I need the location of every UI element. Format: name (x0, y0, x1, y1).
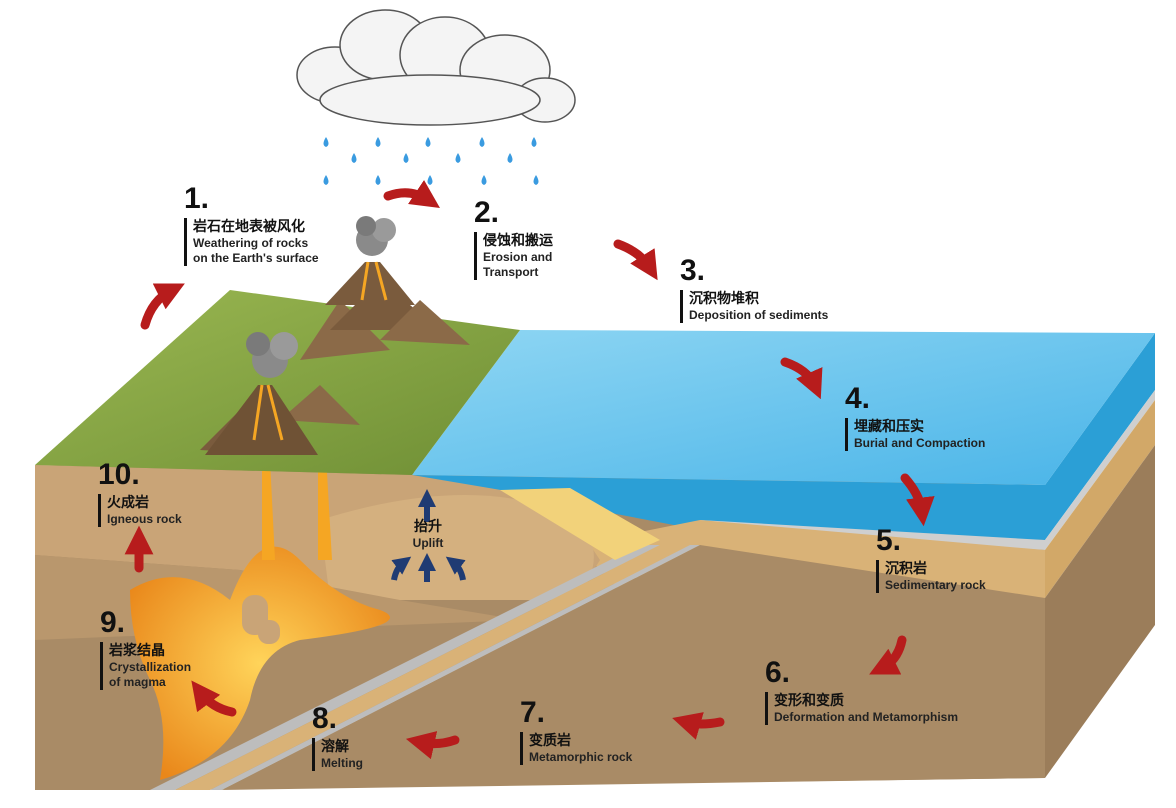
raindrop-icon (479, 137, 485, 147)
step-number: 10. (98, 458, 140, 491)
cycle-arrow-icon (191, 680, 237, 717)
raindrop-icon (533, 175, 539, 185)
step-4-label: 4. 埋藏和压实 Burial and Compaction (845, 384, 985, 451)
step-title-cn: 沉积岩 (885, 561, 927, 577)
uplift-label: 抬升 Uplift (400, 518, 456, 551)
step-6-label: 6. 变形和变质 Deformation and Metamorphism (765, 658, 958, 725)
cycle-arrow-icon (140, 283, 185, 330)
step-title-en: Metamorphic rock (529, 750, 633, 764)
step-title-en: Deposition of sediments (689, 308, 829, 322)
raindrop-icon (375, 175, 381, 185)
step-title-cn: 岩石在地表被风化 (193, 219, 305, 235)
uplift-title-en: Uplift (412, 536, 444, 550)
step-title-cn: 火成岩 (107, 495, 149, 511)
step-number: 9. (100, 606, 126, 639)
step-7-label: 7. 变质岩 Metamorphic rock (520, 698, 632, 765)
step-title-en: Burial and Compaction (854, 436, 986, 450)
cycle-arrow-icon (613, 239, 658, 281)
raindrop-icon (481, 175, 487, 185)
block-front-face (35, 455, 1045, 790)
raindrop-icon (403, 153, 409, 163)
step-5-label: 5. 沉积岩 Sedimentary rock (876, 526, 986, 593)
step-title-cn: 变质岩 (529, 733, 571, 749)
step-number: 3. (680, 254, 706, 287)
step-title-en: Weathering of rocks on the Earth's surfa… (193, 236, 319, 265)
step-number: 4. (845, 382, 871, 415)
cycle-arrow-icon (405, 731, 460, 760)
step-title-cn: 岩浆结晶 (109, 643, 165, 659)
ocean-surface (412, 330, 1155, 485)
raindrop-icon (323, 137, 329, 147)
raindrop-icon (375, 137, 381, 147)
raindrop-icon (351, 153, 357, 163)
cloud-icon (296, 9, 576, 126)
step-title-cn: 溶解 (321, 739, 349, 755)
raindrop-icon (455, 153, 461, 163)
raindrop-icon (531, 137, 537, 147)
volcano-icon (325, 216, 415, 305)
cycle-arrow-icon (383, 180, 440, 208)
cycle-arrow-icon (780, 357, 823, 400)
rain (323, 137, 539, 185)
volcano-icon (205, 332, 318, 455)
step-9-label: 9. 岩浆结晶 Crystallization of magma (100, 608, 191, 690)
step-1-label: 1. 岩石在地表被风化 Weathering of rocks on the E… (184, 184, 319, 266)
step-title-cn: 埋藏和压实 (854, 419, 924, 435)
raindrop-icon (507, 153, 513, 163)
step-2-label: 2. 侵蚀和搬运 Erosion and Transport (474, 198, 553, 280)
step-number: 8. (312, 702, 338, 735)
step-title-en: Melting (321, 756, 363, 770)
step-number: 1. (184, 182, 210, 215)
block-right-face (1045, 333, 1155, 778)
step-title-en: Deformation and Metamorphism (774, 710, 959, 724)
step-3-label: 3. 沉积物堆积 Deposition of sediments (680, 256, 828, 323)
step-number: 6. (765, 656, 791, 689)
cycle-arrow-icon (672, 712, 725, 740)
step-8-label: 8. 溶解 Melting (312, 704, 363, 771)
cycle-arrow-icon (900, 473, 935, 527)
uplift-arrow-icon (445, 556, 466, 581)
step-title-en: Sedimentary rock (885, 578, 986, 592)
step-10-label: 10. 火成岩 Igneous rock (98, 460, 182, 527)
uplift-title-cn: 抬升 (414, 519, 442, 535)
raindrop-icon (425, 137, 431, 147)
cycle-arrow-icon (869, 635, 907, 675)
step-title-en: Erosion and Transport (483, 250, 553, 279)
step-title-cn: 侵蚀和搬运 (483, 233, 553, 249)
step-title-cn: 变形和变质 (774, 693, 844, 709)
step-title-en: Crystallization of magma (109, 660, 192, 689)
step-number: 5. (876, 524, 902, 557)
raindrop-icon (323, 175, 329, 185)
step-title-cn: 沉积物堆积 (689, 291, 759, 307)
step-title-en: Igneous rock (107, 512, 182, 526)
step-number: 2. (474, 196, 500, 229)
step-number: 7. (520, 696, 546, 729)
uplift-arrow-icon (391, 556, 412, 581)
raindrop-icon (427, 175, 433, 185)
